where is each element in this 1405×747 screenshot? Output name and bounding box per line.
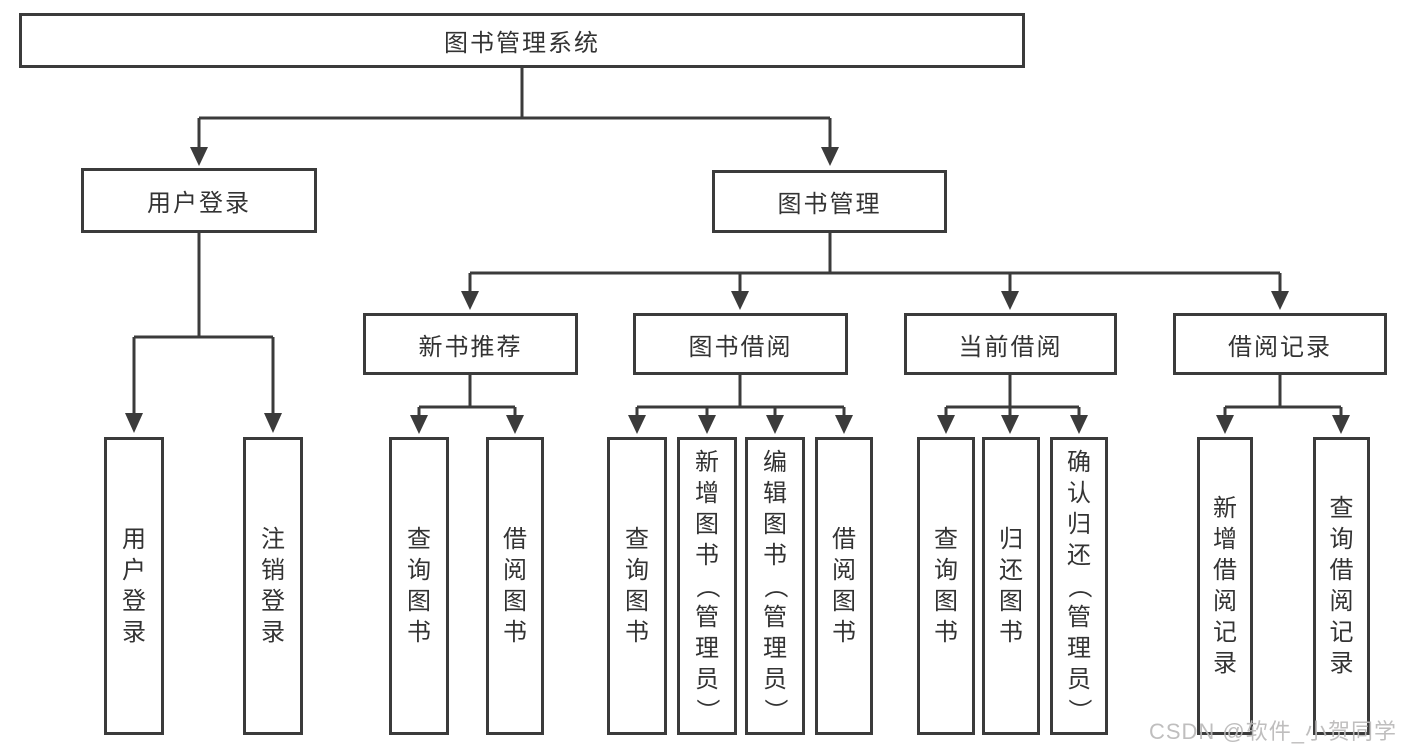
leaf-query-books-recommend-label: 查询图书 — [407, 526, 431, 646]
connector-root-to-level1 — [197, 68, 832, 148]
leaf-borrow-book-label: 借阅图书 — [832, 526, 856, 646]
leaf-add-book-admin: 新增图书（管理员） — [677, 437, 737, 735]
leaf-borrow-book: 借阅图书 — [815, 437, 873, 735]
node-root: 图书管理系统 — [19, 13, 1025, 68]
leaf-query-borrow-record: 查询借阅记录 — [1313, 437, 1370, 735]
leaf-return-book: 归还图书 — [982, 437, 1040, 735]
node-book-management-label: 图书管理 — [777, 191, 882, 218]
leaf-return-book-label: 归还图书 — [999, 526, 1023, 646]
connector-book-borrow-children — [635, 375, 846, 416]
leaf-logout: 注销登录 — [243, 437, 303, 735]
connector-new-book-recommend-children — [417, 375, 517, 416]
node-book-borrow-label: 图书借阅 — [688, 333, 793, 361]
leaf-logout-label: 注销登录 — [261, 526, 285, 646]
node-current-borrow-label: 当前借阅 — [958, 333, 1063, 361]
leaf-add-book-admin-label: 新增图书（管理员） — [693, 448, 721, 723]
node-user-login-label: 用户登录 — [147, 190, 251, 217]
node-borrow-records-label: 借阅记录 — [1228, 333, 1332, 361]
leaf-query-borrow-record-label: 查询借阅记录 — [1329, 495, 1354, 677]
node-borrow-records: 借阅记录 — [1173, 313, 1387, 375]
leaf-borrow-book-recommend-label: 借阅图书 — [503, 526, 527, 646]
leaf-borrow-book-recommend: 借阅图书 — [486, 437, 544, 735]
connector-book-management-to-level2 — [468, 233, 1282, 292]
leaf-edit-book-admin: 编辑图书（管理员） — [745, 437, 805, 735]
node-new-book-recommend: 新书推荐 — [363, 313, 578, 375]
leaf-query-books-current-label: 查询图书 — [934, 526, 958, 646]
node-new-book-recommend-label: 新书推荐 — [418, 333, 523, 361]
node-book-borrow: 图书借阅 — [633, 313, 848, 375]
node-current-borrow: 当前借阅 — [904, 313, 1117, 375]
connector-borrow-records-children — [1223, 375, 1343, 416]
connector-current-borrow-children — [944, 375, 1081, 416]
leaf-confirm-return-admin-label: 确认归还（管理员） — [1065, 448, 1093, 723]
leaf-query-books-borrow: 查询图书 — [607, 437, 667, 735]
leaf-confirm-return-admin: 确认归还（管理员） — [1050, 437, 1108, 735]
leaf-query-books-recommend: 查询图书 — [389, 437, 449, 735]
leaf-user-login: 用户登录 — [104, 437, 164, 735]
csdn-watermark: CSDN @软件_小贺同学 — [1148, 719, 1397, 744]
node-root-label: 图书管理系统 — [444, 30, 600, 57]
leaf-add-borrow-record: 新增借阅记录 — [1197, 437, 1253, 735]
leaf-query-books-borrow-label: 查询图书 — [625, 526, 649, 646]
leaf-user-login-label: 用户登录 — [122, 526, 146, 646]
node-book-management: 图书管理 — [712, 170, 947, 233]
node-user-login: 用户登录 — [81, 168, 317, 233]
leaf-edit-book-admin-label: 编辑图书（管理员） — [761, 448, 789, 723]
connector-user-login-children — [132, 233, 275, 414]
leaf-query-books-current: 查询图书 — [917, 437, 975, 735]
leaf-add-borrow-record-label: 新增借阅记录 — [1213, 495, 1237, 677]
